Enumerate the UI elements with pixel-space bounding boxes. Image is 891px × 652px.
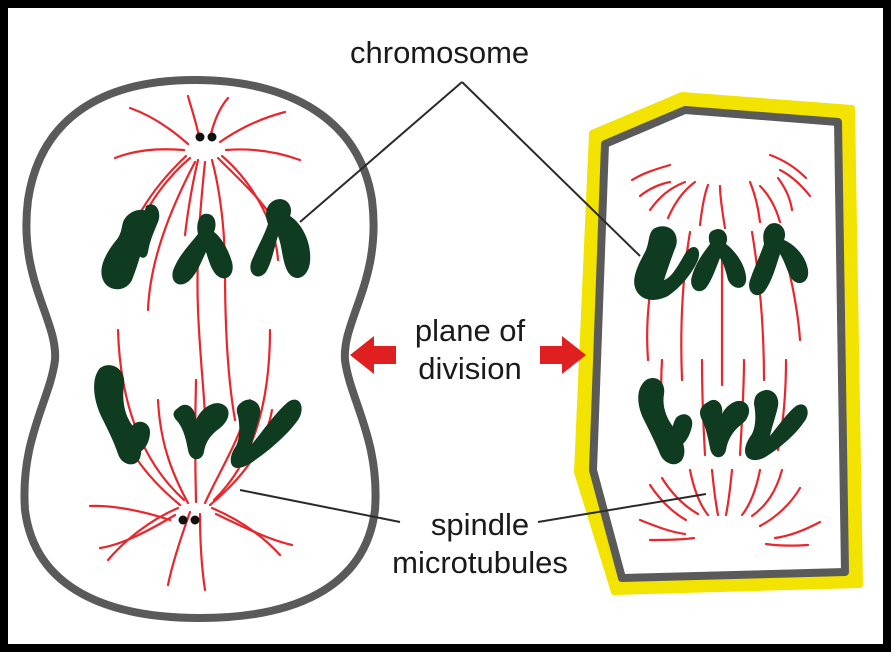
plane-of-division-label-line1: plane of (398, 314, 542, 348)
chromosome-label: chromosome (350, 36, 529, 70)
plant-cell (577, 95, 860, 592)
arrow-left-icon (350, 336, 396, 374)
spindle-microtubules-label-line2: microtubules (384, 546, 576, 580)
animal-cell (24, 80, 375, 618)
spindle-microtubules-label-line1: spindle (384, 508, 576, 542)
plant-cell-membrane (593, 110, 845, 578)
plane-of-division-label-line2: division (398, 352, 542, 386)
